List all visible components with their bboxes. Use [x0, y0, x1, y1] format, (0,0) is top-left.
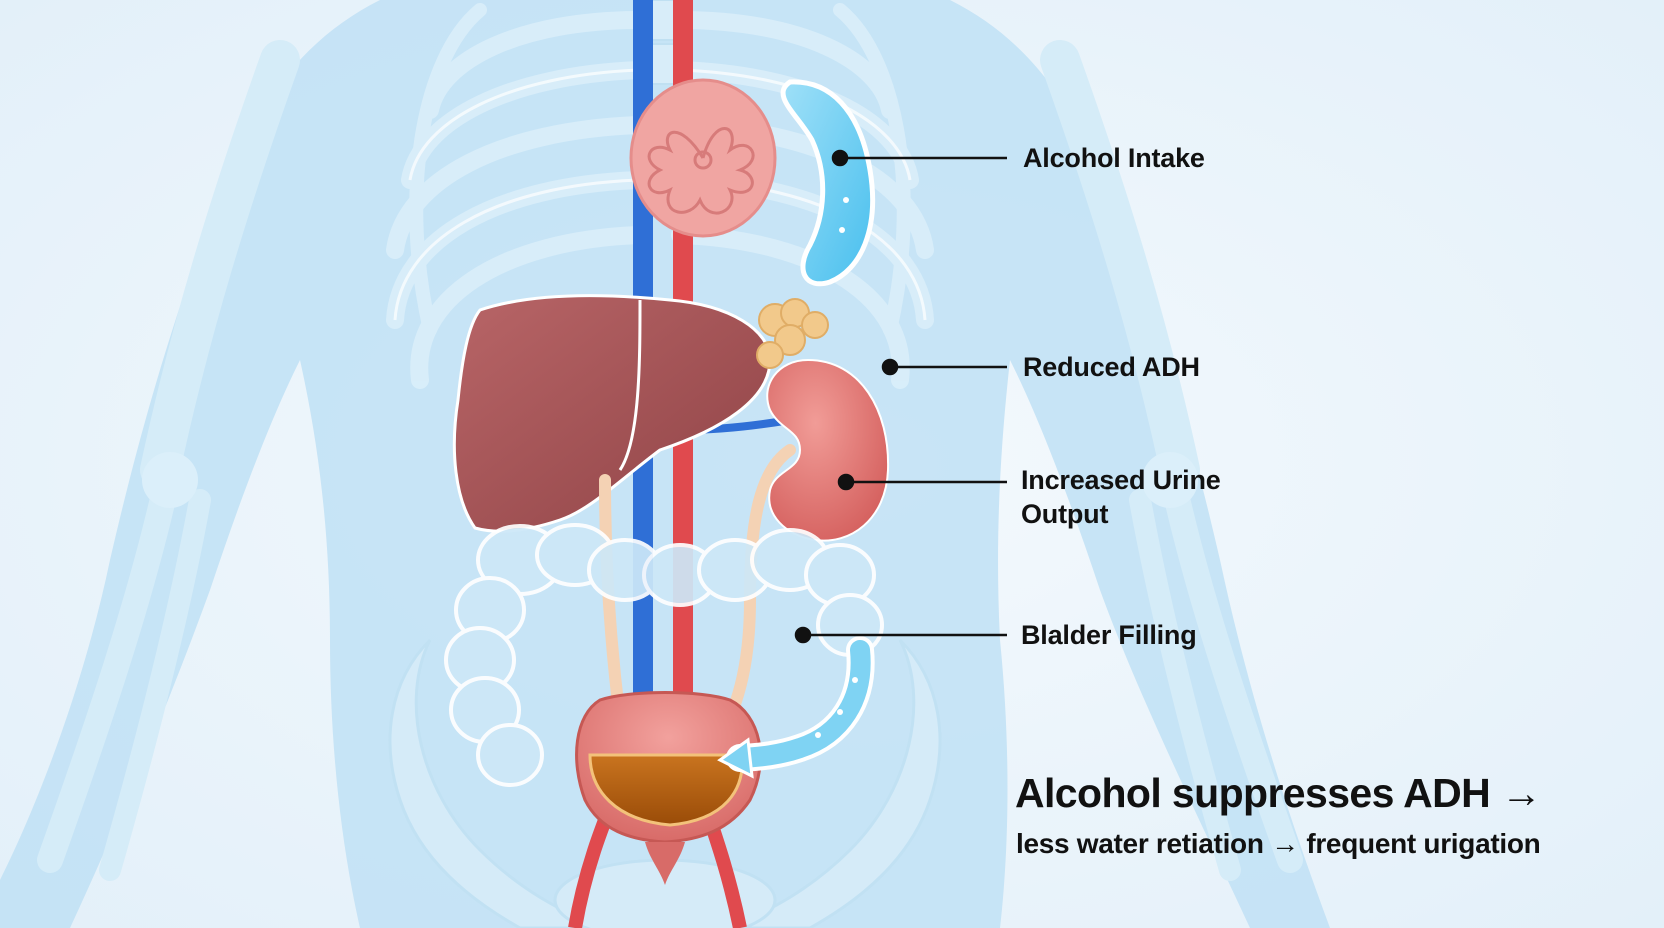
liver [452, 294, 772, 533]
bladder [575, 691, 762, 885]
body-silhouette [0, 0, 1330, 928]
label-alcohol-intake: Alcohol Intake [1023, 143, 1205, 173]
heart [629, 78, 777, 238]
kidney [766, 358, 890, 542]
label-increased-urine-line2: Output [1021, 499, 1109, 529]
callout-lines [794, 149, 1007, 644]
callout-dot-alcohol-intake [831, 149, 849, 167]
urine-flow-arrow [717, 636, 875, 779]
elbow-joints [142, 452, 1198, 508]
label-bladder-filling: Blalder Filling [1021, 620, 1197, 650]
label-increased-urine-output: Increased Urine Output [1021, 463, 1221, 531]
stomach-pouch [780, 79, 876, 287]
caption-sub: less water retiation → frequent urigatio… [1016, 828, 1541, 859]
adrenal-gland [756, 298, 829, 369]
callout-dot-reduced-adh [881, 358, 899, 376]
callout-dot-bladder-filling [794, 626, 812, 644]
arm-bones [37, 40, 1303, 881]
label-reduced-adh: Reduced ADH [1023, 352, 1200, 382]
label-increased-urine-line1: Increased Urine [1021, 465, 1221, 495]
callout-dot-increased-urine [837, 473, 855, 491]
pelvis [388, 638, 942, 928]
caption-main: Alcohol suppresses ADH → [1015, 770, 1542, 816]
